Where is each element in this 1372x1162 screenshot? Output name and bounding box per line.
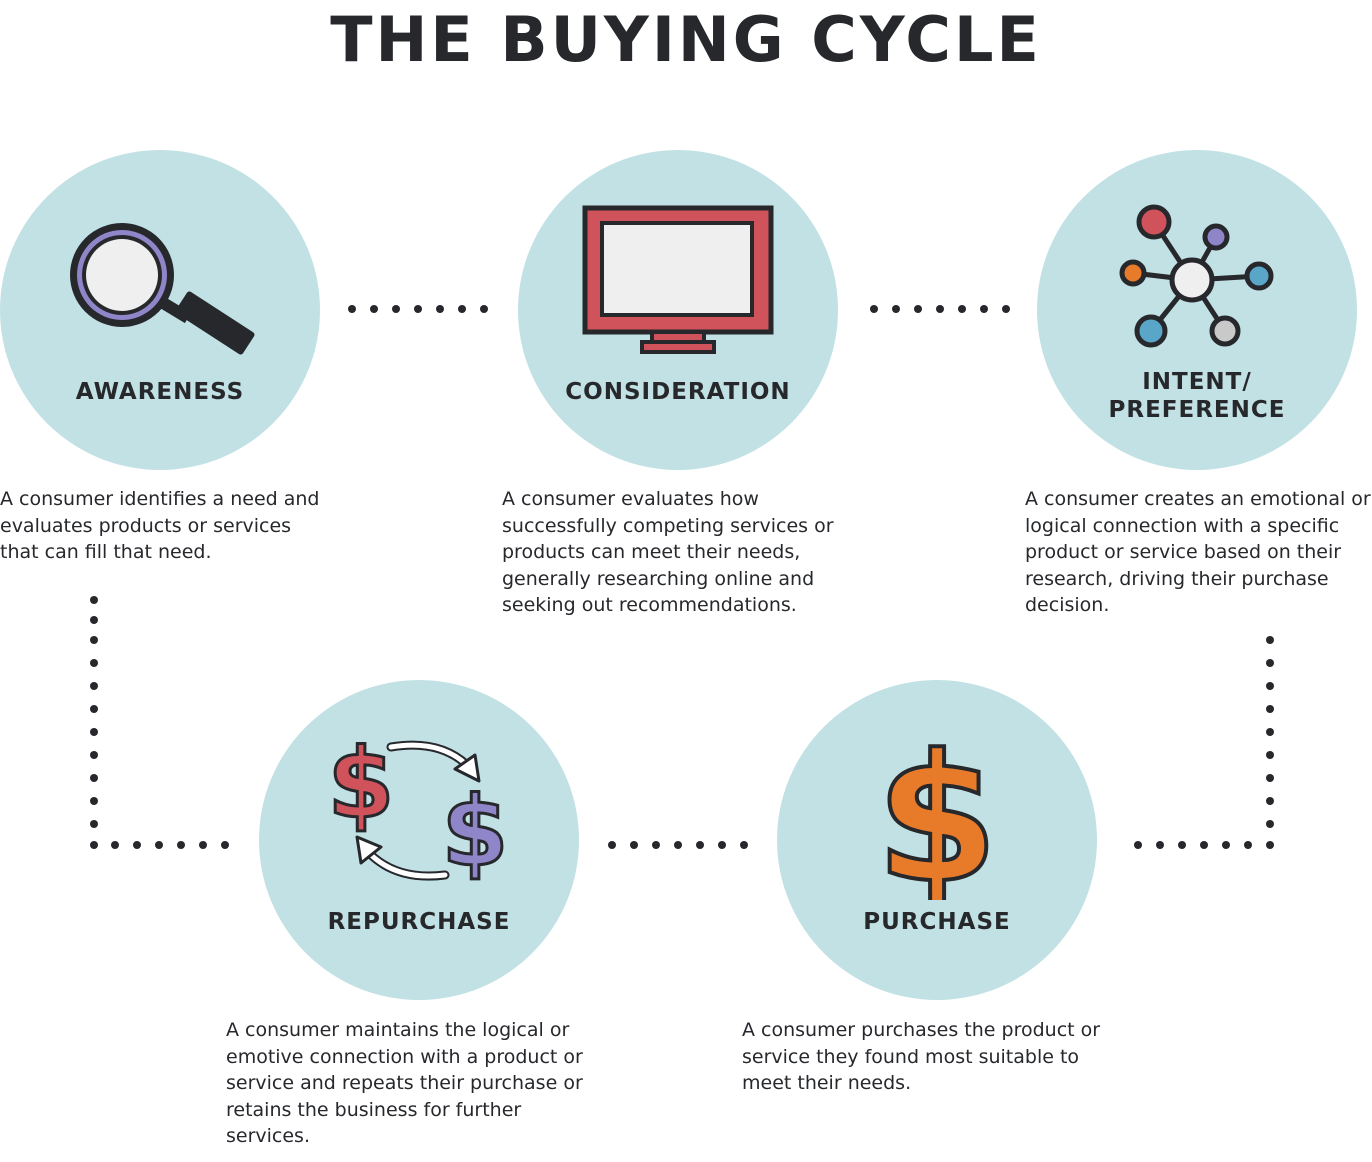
connector-awareness-consideration bbox=[348, 305, 488, 313]
connector-repurchase-awareness bbox=[90, 596, 229, 849]
awareness-description: A consumer identifies a need and evaluat… bbox=[0, 488, 320, 563]
dollar-sign-icon: $ bbox=[877, 730, 997, 900]
network-icon bbox=[1119, 204, 1274, 348]
consideration-stage: CONSIDERATION bbox=[518, 150, 838, 470]
intent-preference-label: INTENT/ PREFERENCE bbox=[1108, 369, 1286, 423]
intent-preference-stage: INTENT/ PREFERENCE bbox=[1037, 150, 1357, 470]
connector-intent-purchase bbox=[1134, 636, 1274, 849]
purchase-stage: $ PURCHASE bbox=[777, 680, 1097, 1000]
connector-consideration-intent bbox=[870, 305, 1010, 313]
svg-text:$: $ bbox=[442, 776, 509, 885]
consideration-description: A consumer evaluates how successfully co… bbox=[502, 488, 834, 616]
svg-text:$: $ bbox=[877, 730, 997, 900]
consideration-label: CONSIDERATION bbox=[565, 379, 791, 405]
purchase-label: PURCHASE bbox=[863, 909, 1011, 935]
awareness-stage: AWARENESS bbox=[0, 150, 320, 470]
monitor-icon bbox=[582, 205, 774, 354]
purchase-description: A consumer purchases the product or serv… bbox=[742, 1019, 1101, 1094]
dollar-exchange-icon: $ $ bbox=[329, 735, 509, 885]
repurchase-stage: $ $ REPURCHASE bbox=[259, 680, 579, 1000]
intent-preference-description: A consumer creates an emotional or logic… bbox=[1025, 488, 1371, 616]
magnifying-glass-icon bbox=[70, 223, 255, 355]
page-title: THE BUYING CYCLE bbox=[330, 3, 1042, 76]
awareness-label: AWARENESS bbox=[75, 379, 245, 405]
repurchase-description: A consumer maintains the logical or emot… bbox=[226, 1019, 583, 1147]
connector-purchase-repurchase bbox=[608, 841, 748, 849]
repurchase-label: REPURCHASE bbox=[327, 909, 511, 935]
svg-text:$: $ bbox=[329, 735, 394, 840]
